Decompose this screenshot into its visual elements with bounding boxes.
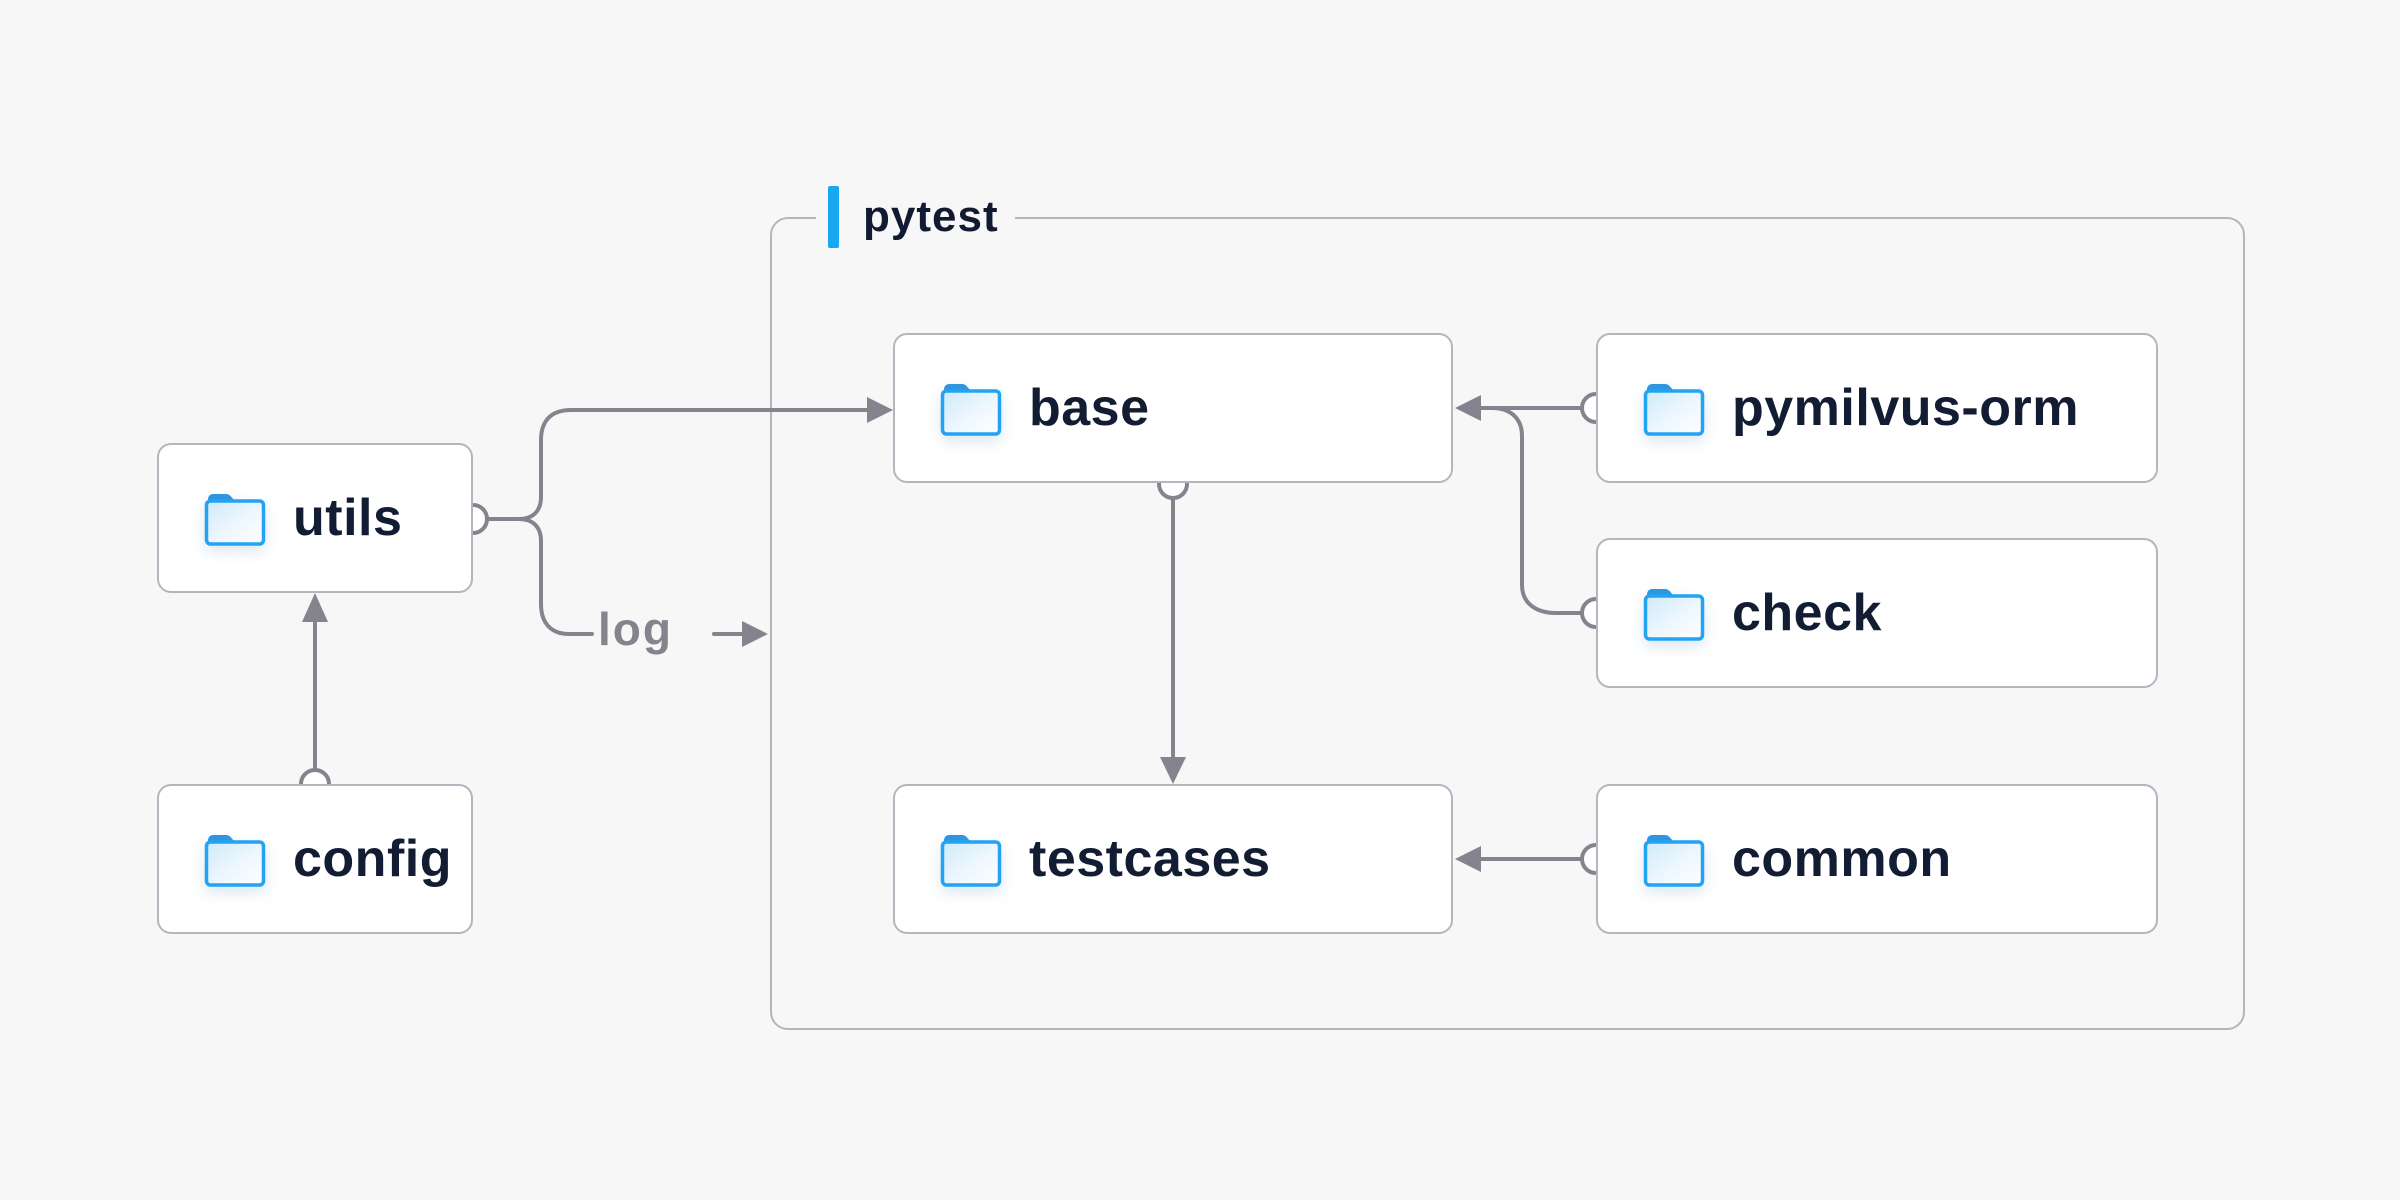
pytest-container-label: pytest [816, 186, 1015, 248]
node-utils: utils [157, 443, 473, 593]
node-label: utils [293, 489, 403, 547]
folder-icon [1643, 383, 1705, 436]
folder-icon [1643, 834, 1705, 887]
edge-label-log: log [598, 603, 673, 655]
folder-icon [940, 383, 1002, 436]
node-label: testcases [1029, 830, 1271, 888]
node-base: base [893, 333, 1453, 483]
edge-utils-log [517, 517, 594, 636]
pytest-label-text: pytest [863, 192, 999, 241]
node-label: config [293, 830, 452, 888]
pytest-container [770, 217, 2245, 1030]
folder-icon [1643, 588, 1705, 641]
folder-icon [204, 834, 266, 887]
node-label: common [1732, 830, 1952, 888]
folder-icon [204, 493, 266, 546]
node-pymilvus-orm: pymilvus-orm [1596, 333, 2158, 483]
arrowhead-into-utils [302, 593, 328, 622]
node-label: check [1732, 584, 1882, 642]
accent-bar [828, 186, 839, 248]
node-check: check [1596, 538, 2158, 688]
node-label: pymilvus-orm [1732, 379, 2079, 437]
node-common: common [1596, 784, 2158, 934]
node-config: config [157, 784, 473, 934]
node-testcases: testcases [893, 784, 1453, 934]
log-arrowhead [742, 621, 768, 647]
node-label: base [1029, 379, 1150, 437]
folder-icon [940, 834, 1002, 887]
